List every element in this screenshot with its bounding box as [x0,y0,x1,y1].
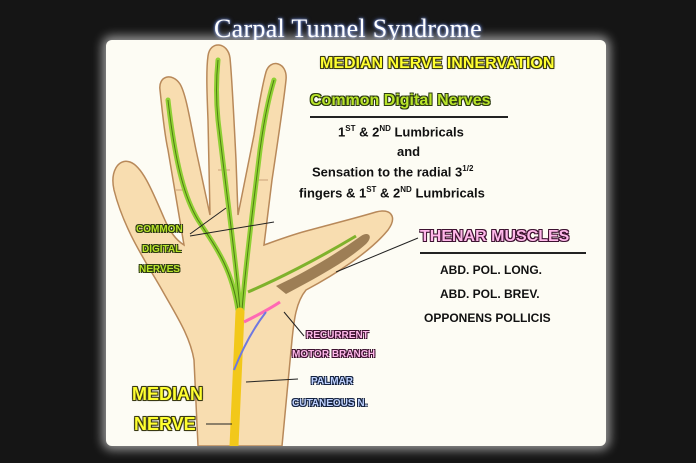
common-digital-label-1: COMMON [136,224,183,235]
thenar-item-2: ABD. POL. BREV. [440,287,540,301]
thenar-underline [420,252,586,254]
median-label-1: MEDIAN [132,384,203,405]
digital-line-1: 1ST & 2ND Lumbricals [338,124,464,139]
palmar-label-1: PALMAR [311,376,353,387]
palmar-label-2: CUTANEOUS N. [292,398,367,409]
common-digital-title: Common Digital Nerves [310,92,490,110]
thenar-title: THENAR MUSCLES [420,228,569,246]
digital-line-4: fingers & 1ST & 2ND Lumbricals [299,185,485,200]
common-digital-label-2: DIGITAL [142,244,181,255]
common-digital-underline [310,116,508,118]
digital-line-2: and [397,144,420,159]
heading: MEDIAN NERVE INNERVATION [320,55,554,73]
digital-line-3: Sensation to the radial 31/2 [312,164,473,179]
diagram-panel: MEDIAN NERVE INNERVATION Common Digital … [106,40,606,446]
median-nerve-trunk [234,312,240,446]
thenar-item-1: ABD. POL. LONG. [440,263,542,277]
recurrent-label-1: RECURRENT [306,330,369,341]
recurrent-label-2: MOTOR BRANCH [292,349,375,360]
thenar-item-3: OPPONENS POLLICIS [424,311,551,325]
median-label-2: NERVE [134,414,196,435]
common-digital-label-3: NERVES [139,264,180,275]
